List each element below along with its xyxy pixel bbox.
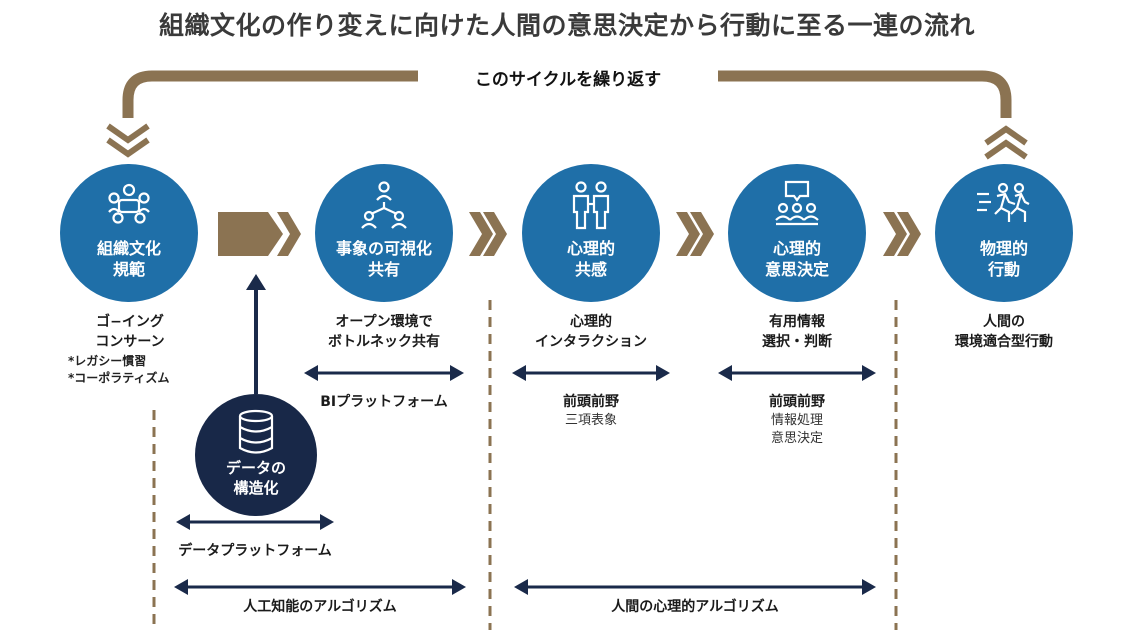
- node-data-structuring: データの 構造化: [195, 394, 317, 516]
- flow-chevron: [676, 212, 700, 256]
- node-organizational-culture: 組織文化 規範: [60, 164, 198, 302]
- node-label-line2: 共有: [367, 260, 400, 279]
- flow-chevron: [483, 212, 507, 256]
- brain-function: 三項表象: [564, 413, 617, 428]
- loop-down-chevron: [106, 123, 150, 144]
- node-visualization-sharing: 事象の可視化 共有: [315, 164, 453, 302]
- double-arrow: [512, 365, 670, 381]
- meeting-group-icon: [108, 183, 150, 224]
- database-icon: [238, 409, 274, 454]
- discussion-icon: [775, 180, 819, 226]
- node-label-line1: 心理的: [566, 239, 615, 258]
- flow-block-arrow: [218, 212, 283, 256]
- node-notes: *レガシー慣習 *コーポラティズム: [68, 353, 170, 387]
- data-up-arrow-head: [246, 274, 266, 290]
- node-label-line1: 物理的: [979, 239, 1028, 258]
- double-arrow: [174, 579, 466, 595]
- loop-up-chevron: [984, 139, 1028, 160]
- node-description: 心理的 インタラクション: [511, 312, 671, 352]
- double-arrow: [718, 365, 876, 381]
- node-psychological-empathy: 心理的 共感: [522, 164, 660, 302]
- human-algorithm-label: 人間の心理的アルゴリズム: [611, 599, 779, 615]
- brain-function-line1: 情報処理: [770, 413, 823, 428]
- network-people-icon: [361, 181, 407, 229]
- node-description: 人間の 環境適合型行動: [924, 312, 1084, 352]
- node-label-line2: 行動: [987, 260, 1020, 279]
- flow-chevron: [277, 212, 301, 256]
- node-description: 有用情報 選択・判断: [717, 312, 877, 352]
- node-label-line2: 規範: [112, 260, 145, 279]
- running-people-icon: [977, 182, 1030, 222]
- flow-chevron: [897, 212, 921, 256]
- node-label-line2: 構造化: [233, 479, 279, 497]
- ai-algorithm-label: 人工知能のアルゴリズム: [243, 599, 397, 615]
- node-description: ゴ−イング コンサーン: [50, 312, 210, 352]
- data-platform-label: データプラットフォーム: [178, 543, 332, 559]
- bi-platform-label: BIプラットフォーム: [320, 394, 448, 410]
- node-label-line1: データの: [225, 459, 286, 477]
- node-label-line1: 組織文化: [96, 239, 161, 258]
- brain-function: 情報処理 意思決定: [717, 412, 877, 448]
- note-line1: *レガシー慣習: [68, 354, 147, 368]
- flow-chevron: [883, 212, 907, 256]
- description-line2: インタラクション: [535, 334, 647, 350]
- double-arrow: [304, 365, 464, 381]
- flow-chevron: [690, 212, 714, 256]
- node-label-line1: 事象の可視化: [335, 239, 432, 258]
- brain-function-line2: 意思決定: [770, 431, 823, 446]
- double-arrow: [176, 514, 334, 530]
- flow-chevron: [469, 212, 493, 256]
- brain-region-title: 前頭前野: [563, 394, 619, 410]
- description-line1: オープン環境で: [335, 314, 433, 330]
- cycle-label: このサイクルを繰り返す: [418, 65, 718, 90]
- note-line2: *コーポラティズム: [68, 371, 170, 385]
- node-physical-action: 物理的 行動: [935, 164, 1073, 302]
- two-people-icon: [572, 181, 610, 230]
- description-line2: 選択・判断: [762, 334, 832, 350]
- node-label-line2: 共感: [574, 260, 607, 279]
- description-line2: ボトルネック共有: [328, 334, 440, 350]
- double-arrow: [514, 579, 876, 595]
- page-title: 組織文化の作り変えに向けた人間の意思決定から行動に至る一連の流れ: [158, 11, 975, 40]
- loop-up-chevron: [984, 125, 1028, 146]
- description-line1: 心理的: [570, 314, 612, 330]
- node-label-line1: 心理的: [772, 239, 821, 258]
- node-psychological-decision: 心理的 意思決定: [728, 164, 866, 302]
- node-label-line2: 意思決定: [764, 260, 829, 279]
- description-line2: コンサーン: [95, 334, 165, 350]
- description-line1: ゴ−イング: [96, 314, 164, 330]
- node-description: オープン環境で ボトルネック共有: [304, 312, 464, 352]
- loop-down-chevron: [106, 137, 150, 158]
- brain-region-title: 前頭前野: [769, 394, 825, 410]
- description-line1: 有用情報: [769, 314, 825, 330]
- description-line1: 人間の: [983, 314, 1025, 330]
- description-line2: 環境適合型行動: [955, 334, 1053, 350]
